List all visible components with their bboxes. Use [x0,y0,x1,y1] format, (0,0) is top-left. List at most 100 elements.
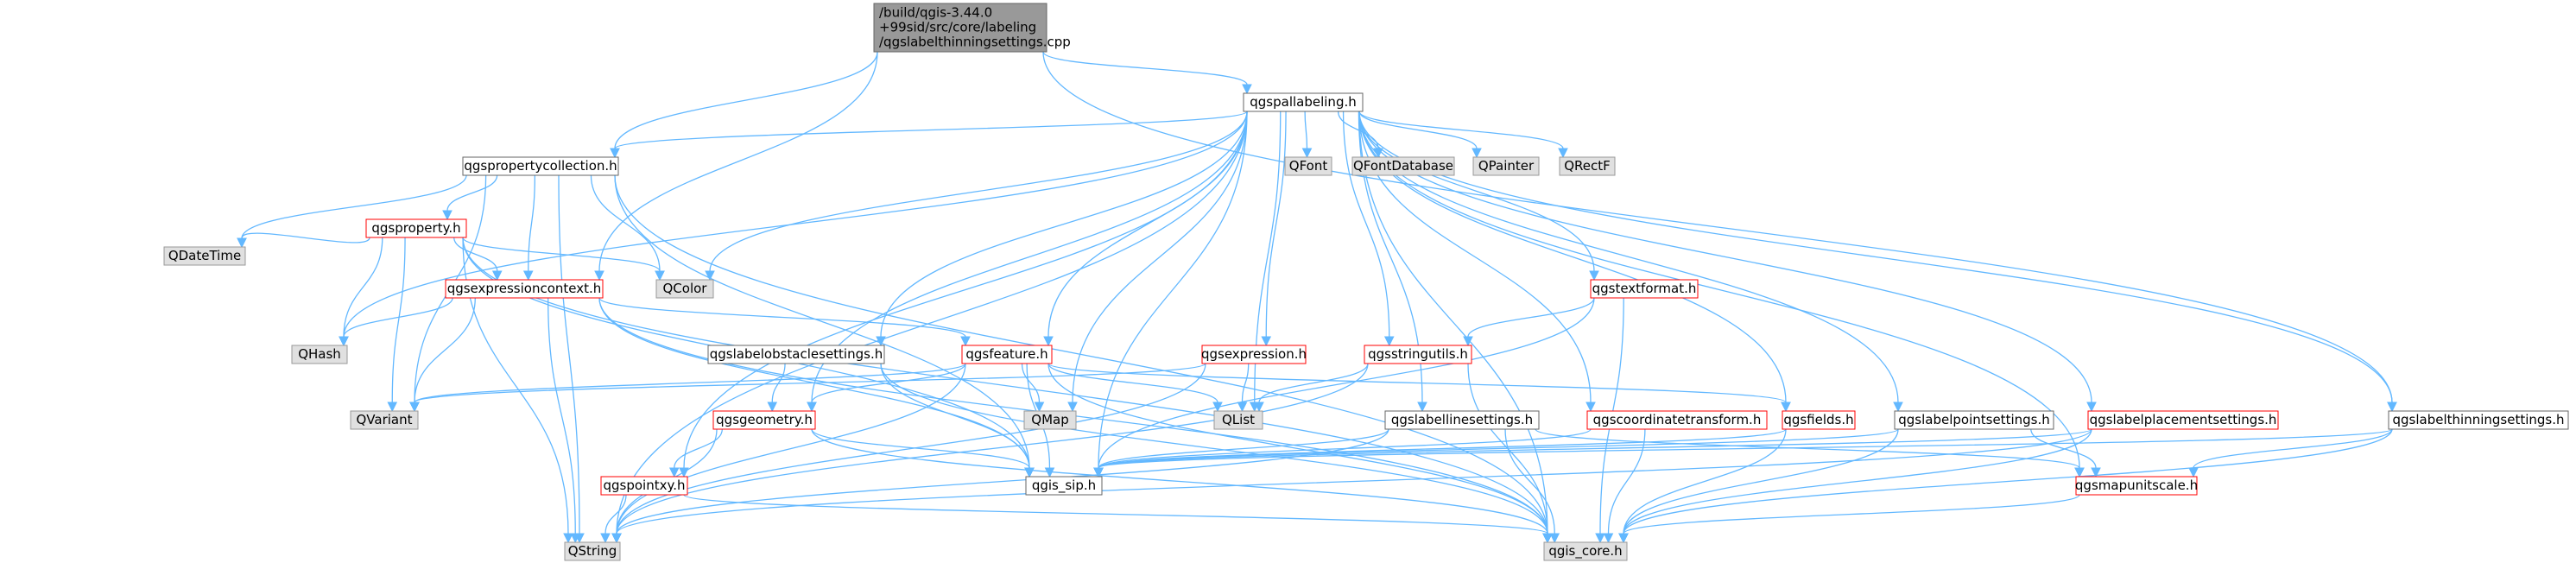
node-qvariant: QVariant [350,410,419,430]
edge-line [1342,111,1390,338]
edge-arrowhead [409,402,420,413]
node-qgslabelpointsettings[interactable]: qgslabelpointsettings.h [1894,410,2054,430]
dependency-edge [1043,111,1248,347]
edge-line [1098,428,1389,469]
edge-arrowhead [1472,148,1482,159]
node-qgscoordinatetransform[interactable]: qgscoordinatetransform.h [1586,410,1768,430]
edge-line [1021,363,1041,403]
dependency-edge [668,428,723,478]
edge-arrowhead [1261,336,1272,347]
node-qrectf: QRectF [1559,156,1616,176]
edge-line [880,111,1248,338]
node-box [1351,156,1455,176]
node-label: QFontDatabase [1353,158,1453,174]
node-qgspointxy[interactable]: qgspointxy.h [600,476,688,496]
node-qgslabelplacementsettings[interactable]: qgslabelplacementsettings.h [2087,410,2279,430]
edge-line [1358,111,1478,149]
dependency-edge [611,111,1248,544]
nodes-layer: /build/qgis-3.44.0+99sid/src/core/labeli… [163,3,2569,561]
node-qgis-core: qgis_core.h [1543,541,1628,561]
node-box [873,3,1047,53]
node-label: QPainter [1478,158,1535,174]
node-qgsfields[interactable]: qgsfields.h [1782,410,1856,430]
node-label: QHash [298,346,341,362]
edge-line [880,363,1548,535]
node-label: /qgslabelthinningsettings.cpp [879,35,1071,50]
node-qgsstringutils[interactable]: qgsstringutils.h [1364,345,1472,364]
node-qgsexpression[interactable]: qgsexpression.h [1201,345,1307,364]
node-qgsfeature[interactable]: qgsfeature.h [961,345,1053,364]
dependency-edge [1358,111,1791,413]
node-box [712,410,816,430]
node-label: qgsfields.h [1783,412,1853,427]
node-label: qgscoordinatetransform.h [1593,412,1762,427]
edge-arrowhead [1067,402,1078,413]
edge-arrowhead [611,533,622,544]
edge-line [1623,428,2393,535]
dependency-edge [876,111,1248,347]
node-box [1243,92,1364,112]
edge-line [1047,363,1787,403]
node-label: qgslabelplacementsettings.h [2090,412,2277,427]
node-box [1590,279,1699,299]
node-qcolor: QColor [655,279,714,299]
node-qgsexpressioncontext[interactable]: qgsexpressioncontext.h [445,279,604,299]
edge-line [1623,494,2080,535]
edge-arrowhead [2074,467,2085,478]
node-qgslabellinesettings[interactable]: qgslabellinesettings.h [1384,410,1540,430]
edge-line [616,111,1248,535]
node-qgsmapunitscale[interactable]: qgsmapunitscale.h [2075,476,2198,496]
edge-arrowhead [1242,84,1252,95]
node-box [2388,410,2569,430]
node-label: qgis_sip.h [1032,478,1096,494]
dependency-edge [237,232,370,249]
node-qgsproperty[interactable]: qgsproperty.h [365,218,467,238]
edge-line [414,363,1206,403]
node-qgslabelthinningsettings[interactable]: qgslabelthinningsettings.h [2388,410,2569,430]
edge-arrowhead [522,270,534,282]
node-box [2075,476,2198,496]
node-label: qgspointxy.h [603,478,685,493]
node-qgspallabeling[interactable]: qgspallabeling.h [1243,92,1364,112]
node-qgis-sip[interactable]: qgis_sip.h [1025,476,1103,496]
edge-arrowhead [1585,402,1596,413]
dependency-edge [1535,428,2085,478]
dependency-edge [339,237,383,347]
node-box [1586,410,1768,430]
edge-arrowhead [1589,270,1599,282]
node-label: QDateTime [168,248,241,263]
node-qgstextformat[interactable]: qgstextformat.h [1590,279,1699,299]
dependency-edge [1358,111,1568,159]
dependency-edge [453,237,503,282]
node-box [1025,476,1103,496]
node-qgslabelobstaclesettings[interactable]: qgslabelobstaclesettings.h [707,345,885,364]
edge-line [1358,111,1595,272]
edge-line [614,111,1248,149]
node-label: qgslabelpointsettings.h [1898,412,2049,427]
node-qgspropertycollection[interactable]: qgspropertycollection.h [462,156,619,176]
edge-line [683,494,1548,535]
edge-arrowhead [2091,467,2101,478]
edge-line [1241,363,1250,403]
edge-line [1358,111,2393,403]
edge-line [528,174,535,272]
edge-arrowhead [442,210,453,221]
edge-arrowhead [960,336,971,347]
node-box [1782,410,1856,430]
edge-line [558,174,580,535]
node-qgsgeometry[interactable]: qgsgeometry.h [712,410,816,430]
edge-line [343,111,1248,338]
node-label: QVariant [356,412,412,427]
node-box [1023,410,1077,430]
dependency-edge [767,363,786,413]
node-qmap: QMap [1023,410,1077,430]
node-label: qgis_core.h [1548,543,1622,560]
node-box [707,345,885,364]
node-root[interactable]: /build/qgis-3.44.0+99sid/src/core/labeli… [873,3,1071,53]
edge-line [590,174,661,272]
edge-arrowhead [1595,533,1605,544]
dependency-edge [1021,363,1045,413]
dependency-edge [558,174,585,544]
dependency-edge [705,111,1248,282]
edge-arrowhead [491,270,503,282]
